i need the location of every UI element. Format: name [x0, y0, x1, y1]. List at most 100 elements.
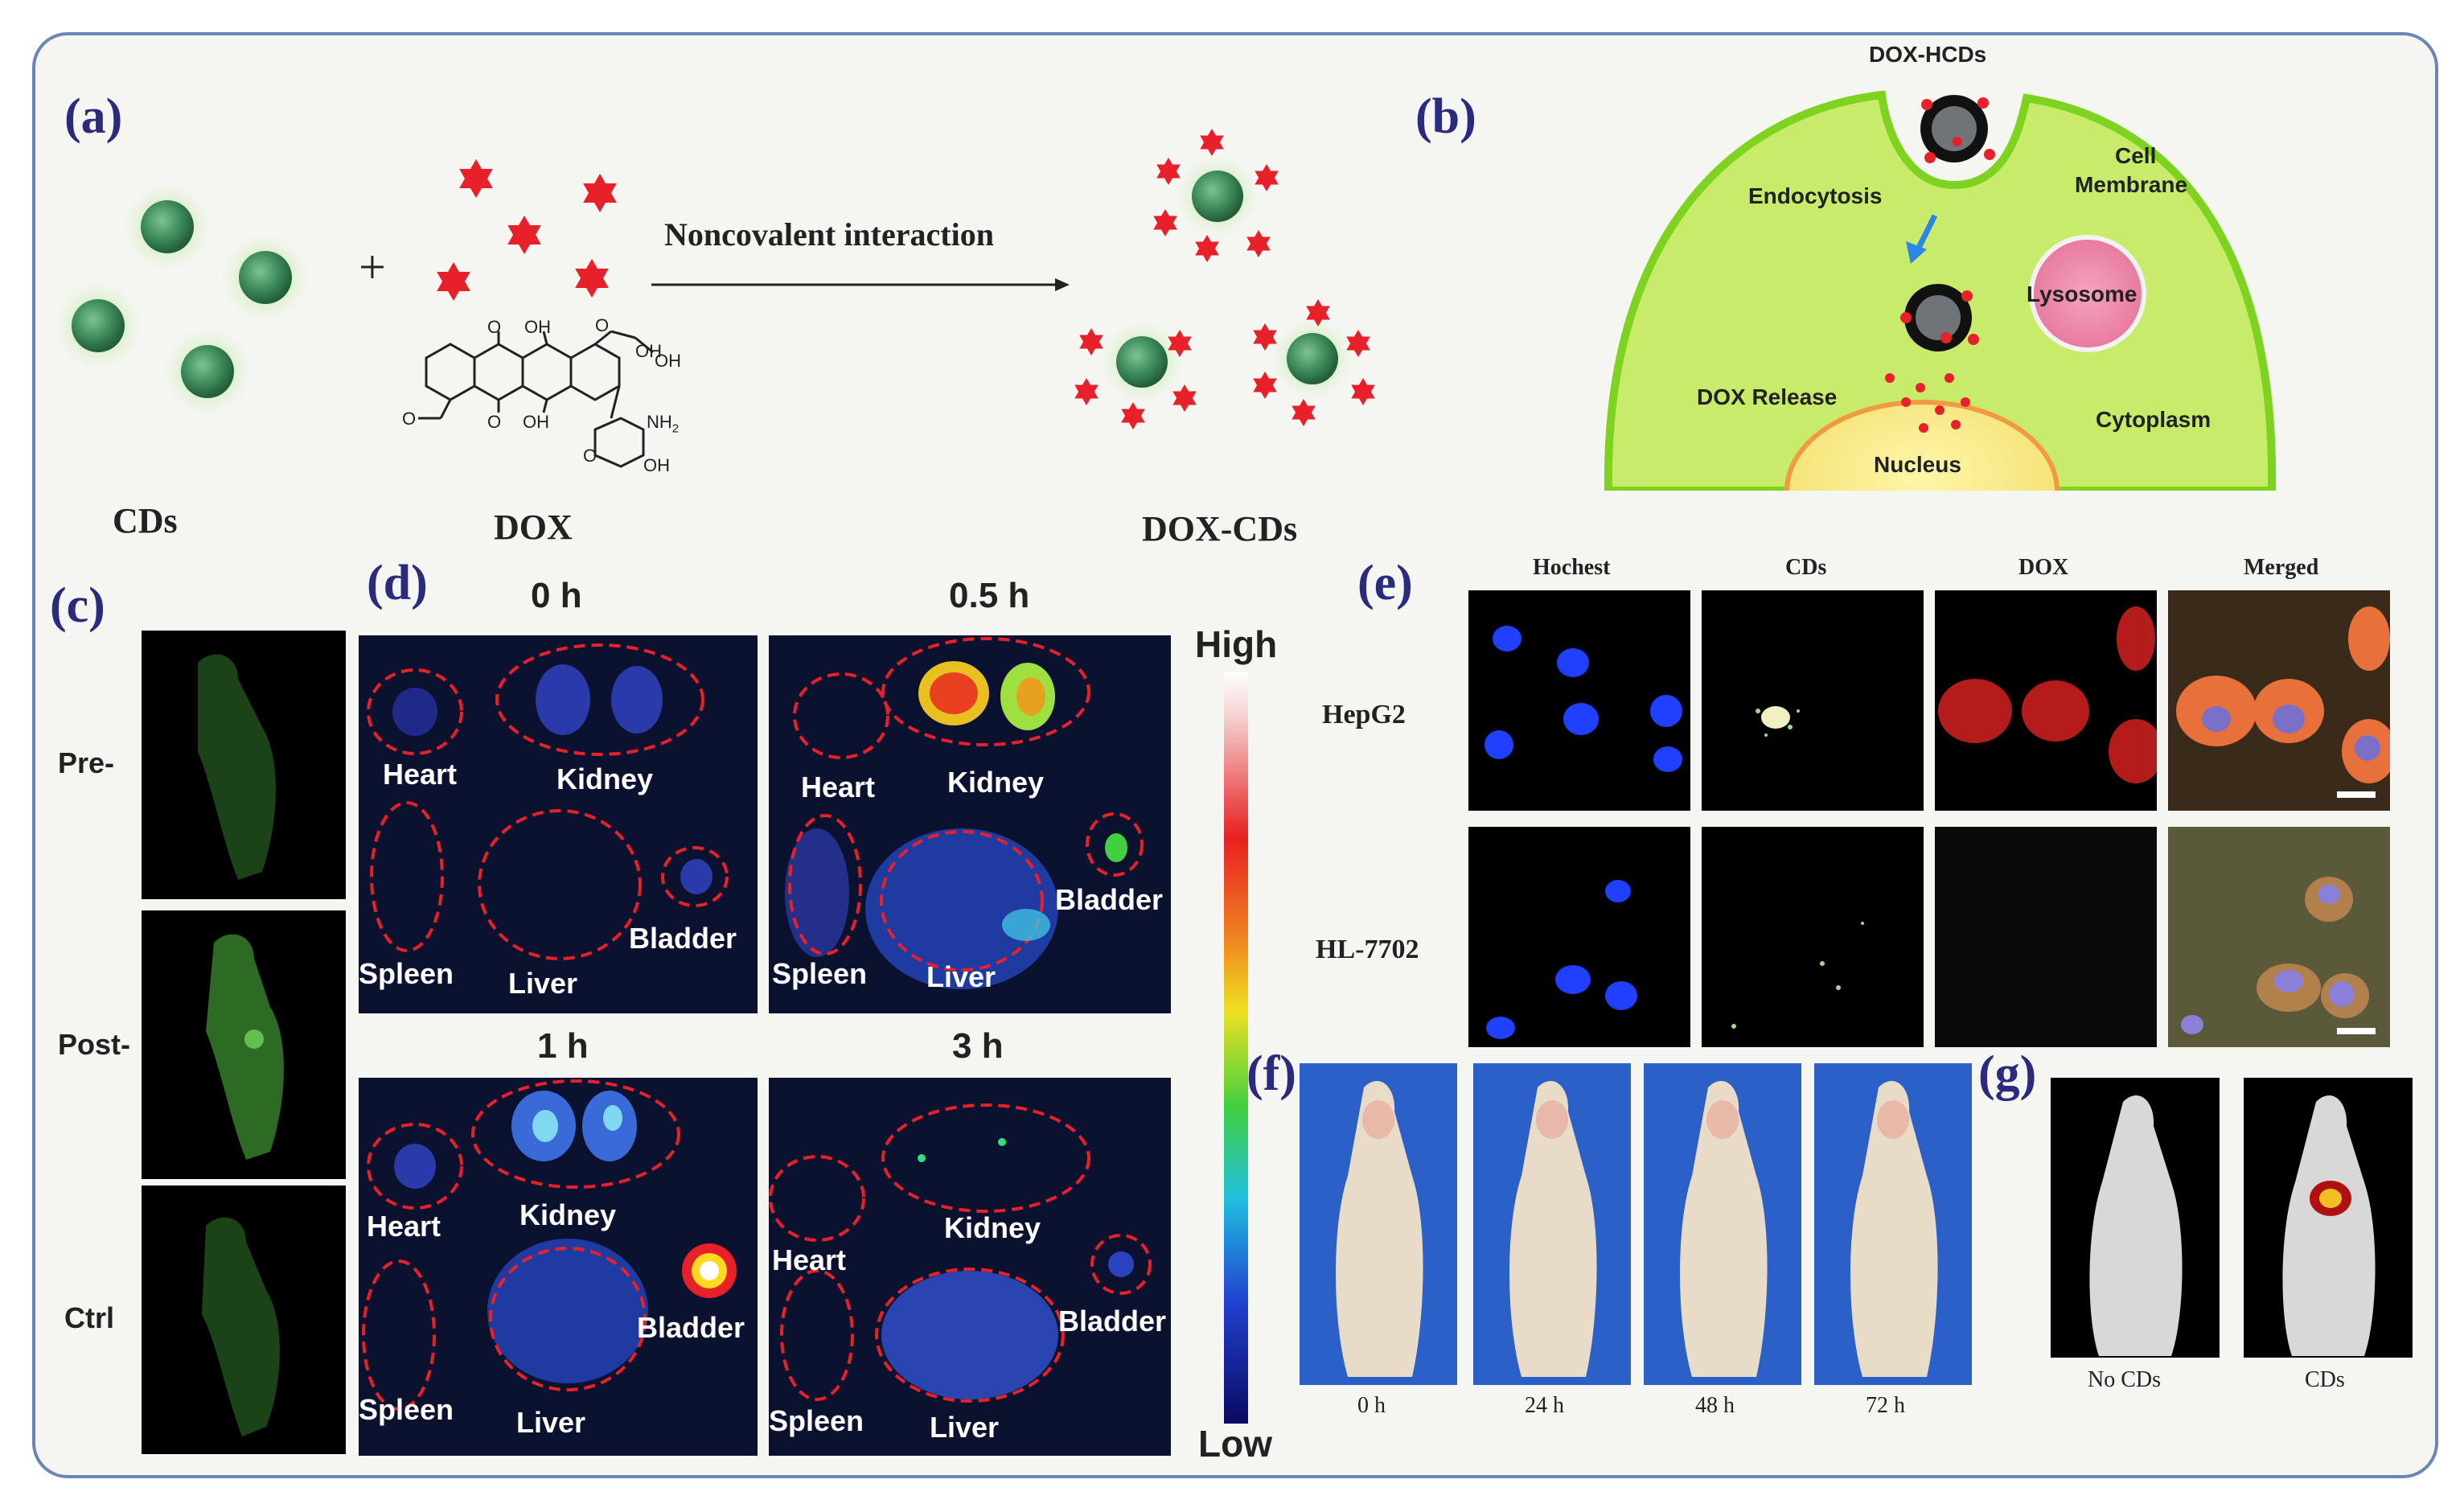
- col-hochest: Hochest: [1533, 555, 1611, 580]
- panel-label-b: (b): [1415, 89, 1476, 144]
- chem-o-bottom: O: [487, 412, 502, 432]
- organ-spleen: Spleen: [772, 957, 868, 990]
- cell-image-hl7702-hochest: [1468, 827, 1690, 1047]
- time-0-5h: 0.5 h: [949, 576, 1030, 615]
- organ-image-1h: Heart Kidney Spleen Liver Bladder: [359, 1078, 758, 1456]
- dox-cds-label: DOX-CDs: [1142, 509, 1298, 549]
- organ-bladder: Bladder: [637, 1311, 745, 1344]
- mouse-image-pre: [142, 631, 346, 899]
- arrow-label: Noncovalent interaction: [664, 216, 994, 253]
- lysosome-label: Lysosome: [2027, 281, 2138, 306]
- cell-image-hepg2-cds: [1702, 590, 1924, 811]
- organ-kidney: Kidney: [947, 766, 1045, 799]
- panel-label-d: (d): [367, 556, 428, 610]
- mouse-photo-0h: [1300, 1063, 1457, 1385]
- organ-image-3h: Heart Kidney Spleen Liver Bladder: [769, 1078, 1171, 1456]
- cell-image-hepg2-hochest: [1468, 590, 1690, 811]
- mouse-image-post: [142, 910, 346, 1179]
- dox-release-label: DOX Release: [1697, 384, 1838, 409]
- caption-24h: 24 h: [1525, 1393, 1564, 1418]
- caption-72h: 72 h: [1866, 1393, 1905, 1418]
- row-label-ctrl: Ctrl: [64, 1301, 114, 1334]
- col-merged: Merged: [2244, 555, 2319, 580]
- organ-image-0-5h: Heart Kidney Spleen Liver Bladder: [769, 635, 1171, 1013]
- time-1h: 1 h: [537, 1026, 589, 1066]
- organ-heart: Heart: [801, 770, 876, 803]
- organ-bladder: Bladder: [629, 922, 737, 955]
- mouse-image-ctrl: [142, 1186, 346, 1454]
- cell-image-hepg2-dox: [1935, 590, 2157, 811]
- organ-heart: Heart: [367, 1210, 441, 1243]
- chem-oh-top: OH: [524, 317, 551, 337]
- cell-image-hl7702-cds: [1702, 827, 1924, 1047]
- chem-o-ring: O: [583, 446, 598, 466]
- mouse-photo-72h: [1814, 1063, 1972, 1385]
- chem-oh-end: OH: [655, 351, 681, 371]
- row-label-pre: Pre-: [58, 746, 115, 779]
- organ-liver: Liver: [930, 1411, 1000, 1444]
- organ-image-0h: Heart Kidney Spleen Liver Bladder: [359, 635, 758, 1013]
- cell-image-hepg2-merged: [2168, 590, 2390, 811]
- organ-liver: Liver: [508, 967, 578, 1000]
- organ-liver: Liver: [926, 960, 996, 993]
- caption-no-cds: No CDs: [2088, 1367, 2162, 1392]
- released-dox: [1885, 373, 1970, 433]
- dox-hcds-label: DOX-HCDs: [1869, 42, 1987, 67]
- col-cds: CDs: [1785, 555, 1827, 580]
- chem-nh2: NH2: [647, 412, 680, 436]
- chem-oh-sugar: OH: [643, 455, 670, 475]
- chem-oh-bottom: OH: [523, 412, 549, 432]
- dox-label: DOX: [494, 507, 573, 547]
- organ-bladder: Bladder: [1058, 1305, 1167, 1338]
- panel-label-e: (e): [1357, 556, 1413, 610]
- chem-ome: O: [402, 409, 417, 429]
- imaging-no-cds: [2051, 1078, 2220, 1358]
- time-3h: 3 h: [952, 1026, 1004, 1066]
- organ-bladder: Bladder: [1055, 883, 1164, 916]
- organ-kidney: Kidney: [556, 762, 654, 795]
- organ-spleen: Spleen: [359, 1393, 454, 1426]
- endocytosis-label: Endocytosis: [1748, 183, 1883, 208]
- cd-dot: [48, 177, 315, 421]
- mouse-photo-24h: [1473, 1063, 1631, 1385]
- plus-sign: +: [359, 240, 386, 294]
- caption-48h: 48 h: [1695, 1393, 1735, 1418]
- scale-low: Low: [1198, 1423, 1272, 1465]
- organ-kidney: Kidney: [519, 1198, 617, 1231]
- organ-kidney: Kidney: [944, 1211, 1041, 1244]
- cell-image-hl7702-dox: [1935, 827, 2157, 1047]
- membrane-label: Membrane: [2075, 172, 2188, 197]
- row-hepg2: HepG2: [1322, 700, 1406, 729]
- cell-label: Cell: [2115, 143, 2157, 168]
- organ-spleen: Spleen: [359, 957, 454, 990]
- chem-o-ketone: O: [595, 315, 610, 335]
- chem-oh-side: OH: [635, 341, 662, 361]
- panel-label-c: (c): [50, 578, 105, 633]
- caption-0h: 0 h: [1357, 1393, 1386, 1418]
- organ-liver: Liver: [516, 1406, 586, 1439]
- mouse-photo-48h: [1644, 1063, 1801, 1385]
- cytoplasm-label: Cytoplasm: [2096, 407, 2211, 432]
- dox-structure: [418, 330, 654, 468]
- organ-heart: Heart: [383, 758, 458, 791]
- scale-high: High: [1195, 623, 1278, 665]
- panel-label-a: (a): [64, 89, 123, 144]
- row-label-post: Post-: [58, 1028, 130, 1061]
- chem-o-top: O: [487, 317, 502, 337]
- panel-label-f: (f): [1246, 1046, 1296, 1101]
- caption-cds: CDs: [2305, 1367, 2345, 1392]
- cds-label: CDs: [113, 501, 178, 540]
- nucleus-label: Nucleus: [1874, 452, 1961, 477]
- col-dox: DOX: [2018, 555, 2069, 580]
- row-hl7702: HL-7702: [1316, 935, 1419, 964]
- cell-image-hl7702-merged: [2168, 827, 2390, 1047]
- dox-cd-complex: [1074, 129, 1375, 429]
- color-scale-bar: [1224, 672, 1248, 1424]
- organ-spleen: Spleen: [769, 1404, 864, 1437]
- organ-heart: Heart: [772, 1243, 847, 1276]
- imaging-cds: [2244, 1078, 2413, 1358]
- time-0h: 0 h: [531, 576, 582, 615]
- panel-label-g: (g): [1978, 1046, 2037, 1101]
